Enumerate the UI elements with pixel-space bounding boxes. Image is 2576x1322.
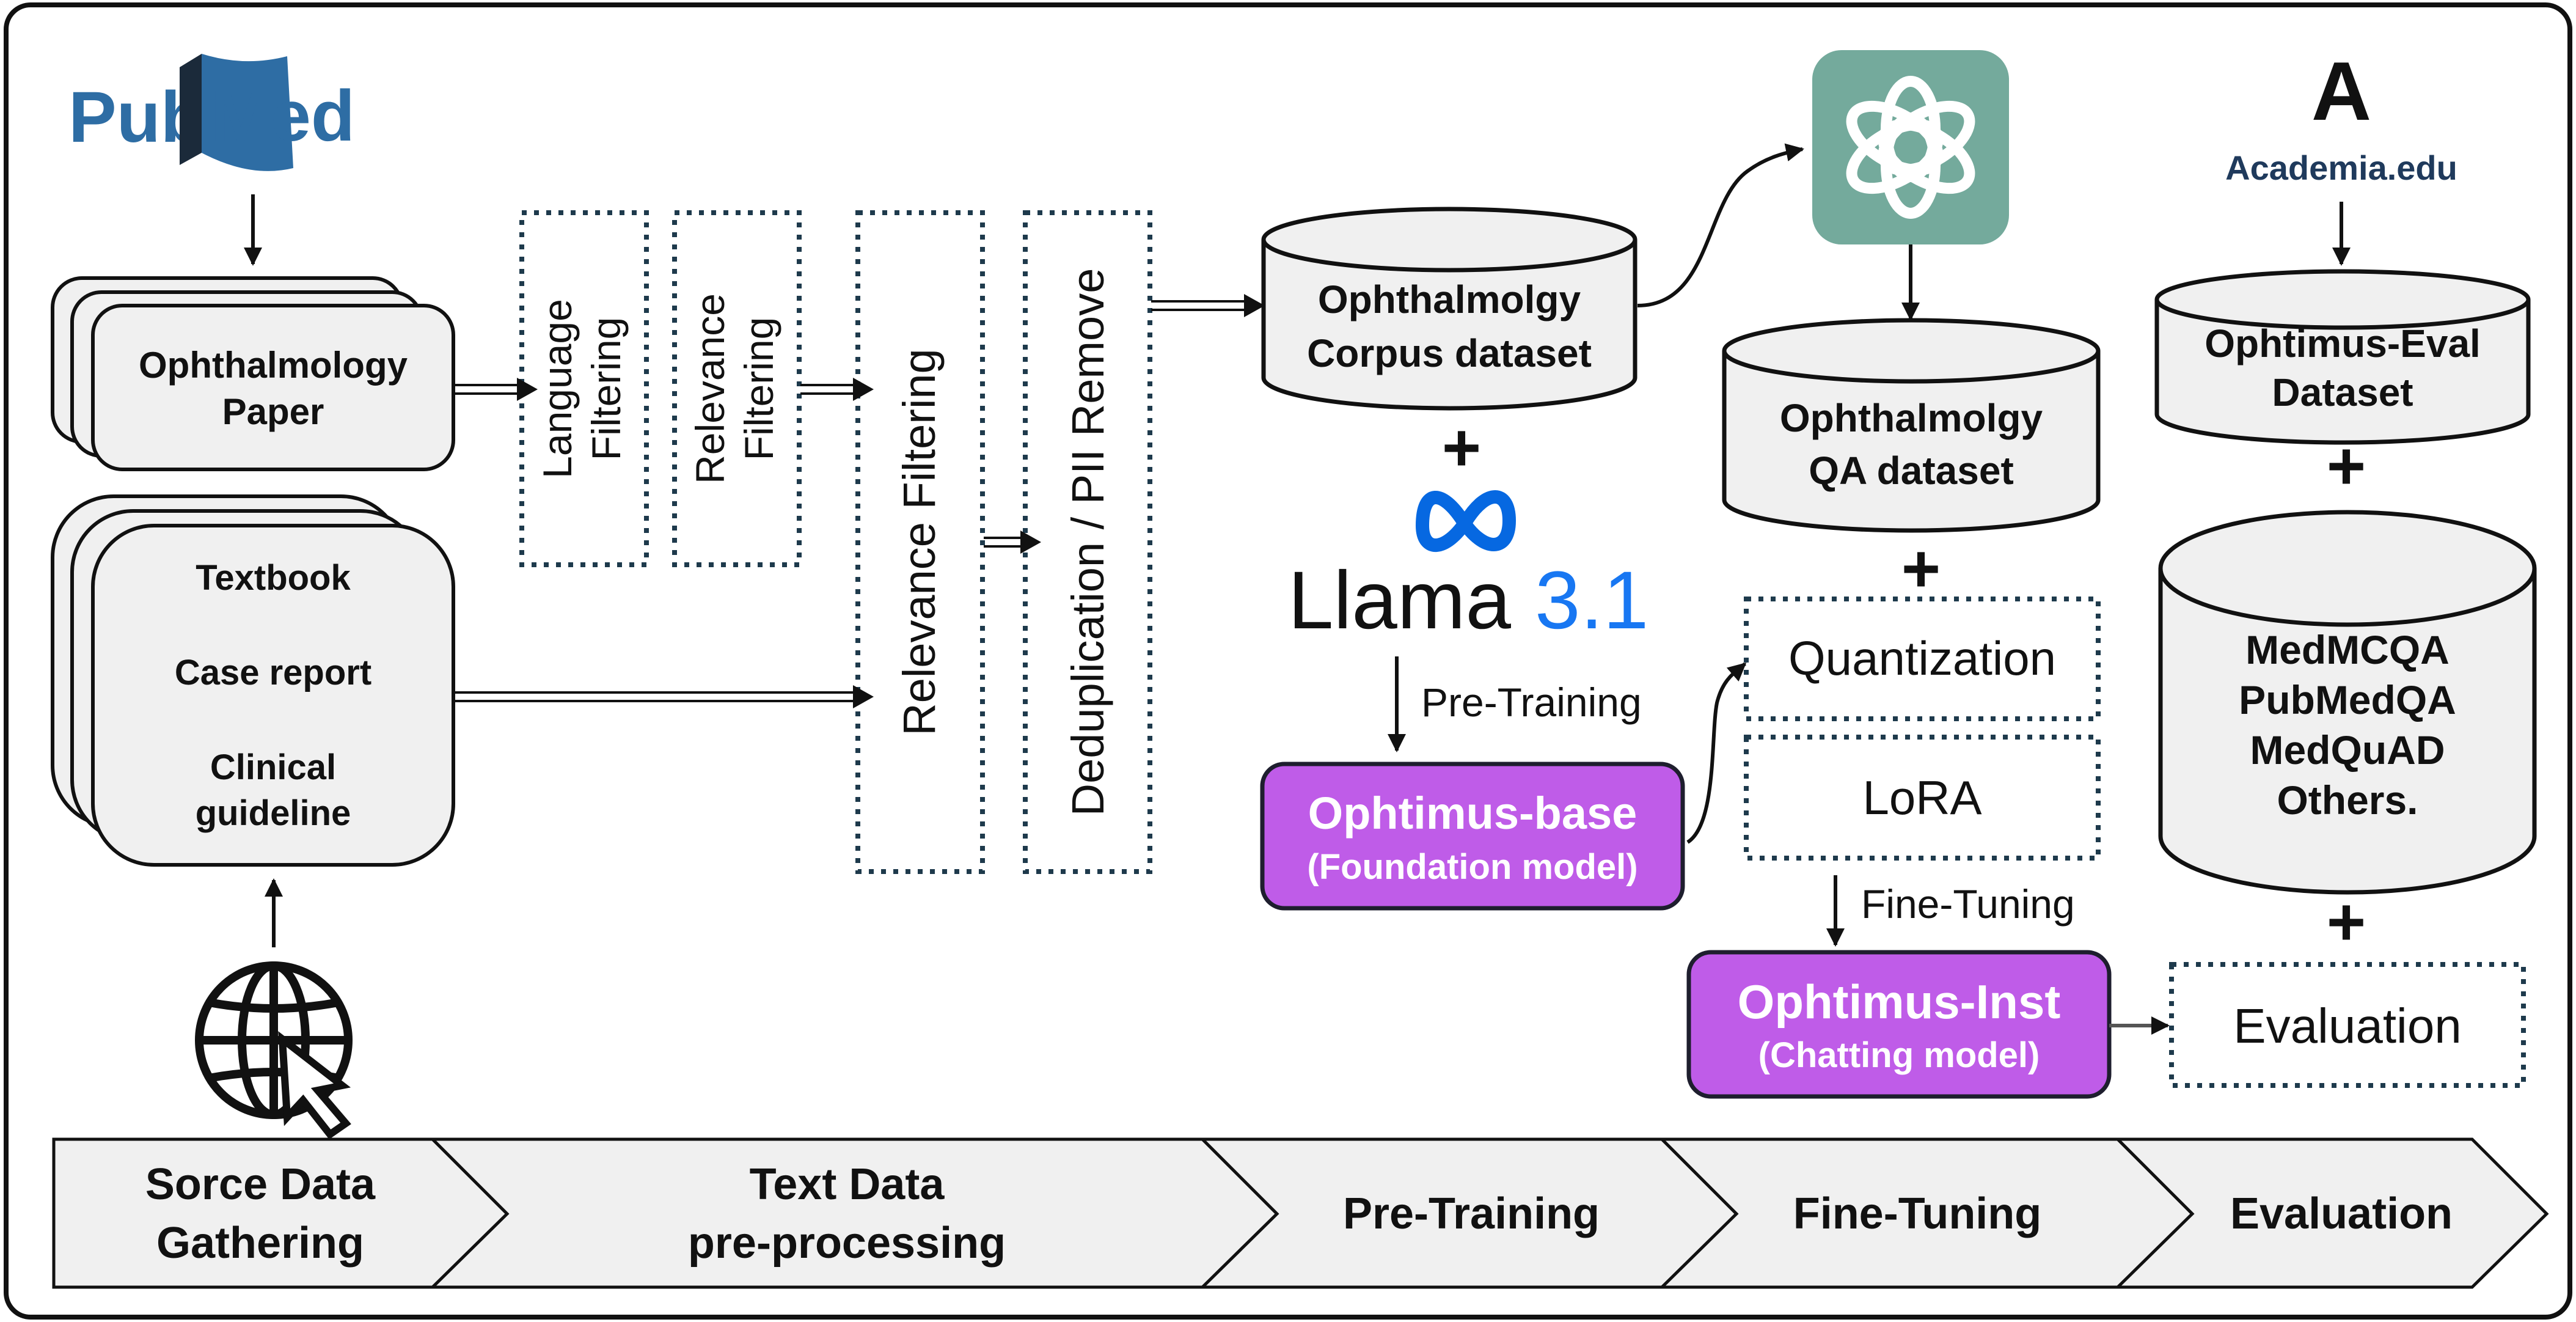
qa-dataset-cylinder: Ophthalmolgy QA dataset — [1722, 318, 2101, 533]
benchmark-medquad: MedQuAD — [2250, 727, 2445, 773]
llama-name: Llama — [1288, 555, 1511, 646]
lora-box — [1744, 735, 2101, 861]
stage-2-line1: Text Data — [750, 1160, 945, 1209]
ophthalmology-paper-stack: Ophthalmology Paper — [51, 276, 455, 471]
academia-logo: A — [2311, 45, 2371, 138]
openai-logo-bg — [1812, 50, 2009, 244]
doc-case-report: Case report — [175, 653, 371, 692]
pubmed-logo-med: Med — [211, 76, 355, 156]
stage-4-label: Fine-Tuning — [1793, 1189, 2042, 1238]
quantization-box — [1744, 597, 2101, 721]
corpus-line2: Corpus dataset — [1307, 331, 1592, 375]
base-to-quantization-arrow — [1686, 662, 1747, 844]
pretraining-step-label: Pre-Training — [1421, 680, 1642, 725]
eval-plus-2: + — [2327, 884, 2366, 960]
benchmarks-cylinder: MedMCQA PubMedQA MedQuAD Others. — [2158, 510, 2537, 895]
documents-stack: Textbook Case report Clinical guideline — [51, 494, 455, 867]
stage-1-line1: Sorce Data — [145, 1160, 376, 1209]
lora-label: LoRA — [1862, 771, 1981, 824]
corpus-plus: + — [1442, 410, 1481, 485]
stage-chevron-5 — [2113, 1137, 2549, 1289]
paper-label-line1: Ophthalmology — [139, 345, 408, 386]
eval-dataset-line1: Ophtimus-Eval — [2205, 321, 2481, 365]
corpus-to-openai-arrow — [1637, 143, 1804, 307]
dedup-label: Deduplication / PII Remove — [1063, 268, 1113, 817]
eval-dataset-cylinder: Ophtimus-Eval Dataset — [2154, 269, 2531, 445]
academia-name: Academia.edu — [2225, 149, 2457, 187]
finetuning-step-label: Fine-Tuning — [1861, 881, 2075, 927]
qa-plus: + — [1901, 531, 1941, 606]
stage-banner: Sorce Data Gathering Text Data pre-proce… — [52, 1137, 2549, 1289]
language-filter-box — [519, 210, 649, 567]
stage-5-label: Evaluation — [2230, 1189, 2453, 1238]
doc-textbook: Textbook — [196, 558, 351, 598]
preprocessing-arrowheads — [517, 294, 1265, 708]
base-model-line2: (Foundation model) — [1307, 847, 1637, 887]
relevance-filter-large-label: Relevance Filtering — [894, 348, 945, 735]
evaluation-box — [2169, 962, 2526, 1088]
relevance-filter-small-box — [672, 210, 802, 567]
stage-3-label: Pre-Training — [1343, 1189, 1600, 1238]
eval-dataset-line2: Dataset — [2272, 370, 2413, 414]
openai-logo — [1846, 76, 1975, 219]
eval-plus-1: + — [2327, 428, 2366, 504]
language-filter-line2: Filtering — [584, 317, 629, 461]
stage-2-line2: pre-processing — [688, 1219, 1006, 1268]
quantization-label: Quantization — [1788, 631, 2056, 685]
ophtimus-base-box — [1260, 762, 1685, 911]
doc-guideline: guideline — [196, 793, 351, 833]
llama-version: 3.1 — [1535, 555, 1648, 646]
corpus-dataset-cylinder: Ophthalmolgy Corpus dataset — [1261, 207, 1637, 411]
qa-line2: QA dataset — [1809, 449, 2014, 493]
inst-model-line2: (Chatting model) — [1758, 1035, 2040, 1075]
relevance-filter-large-box — [855, 210, 985, 874]
pubmed-logo: Pub Med — [68, 54, 355, 171]
doc-clinical: Clinical — [210, 747, 336, 787]
base-model-line1: Ophtimus-base — [1308, 788, 1637, 839]
relevance-filter-small-line2: Filtering — [736, 317, 781, 461]
inst-model-line1: Ophtimus-Inst — [1738, 975, 2061, 1029]
benchmark-pubmedqa: PubMedQA — [2239, 677, 2456, 722]
meta-logo — [1415, 490, 1517, 552]
language-filter-line1: Language — [535, 299, 580, 479]
globe-cursor-icon — [195, 961, 353, 1140]
corpus-line1: Ophthalmolgy — [1318, 277, 1581, 321]
qa-line1: Ophthalmolgy — [1780, 396, 2043, 440]
stage-1-line2: Gathering — [156, 1219, 364, 1268]
evaluation-box-label: Evaluation — [2233, 999, 2462, 1053]
relevance-filter-small-line1: Relevance — [687, 293, 733, 484]
preprocessing-arrows — [455, 300, 1244, 702]
benchmark-others: Others. — [2277, 777, 2418, 823]
paper-label-line2: Paper — [222, 391, 324, 432]
benchmark-medmcqa: MedMCQA — [2245, 627, 2450, 672]
